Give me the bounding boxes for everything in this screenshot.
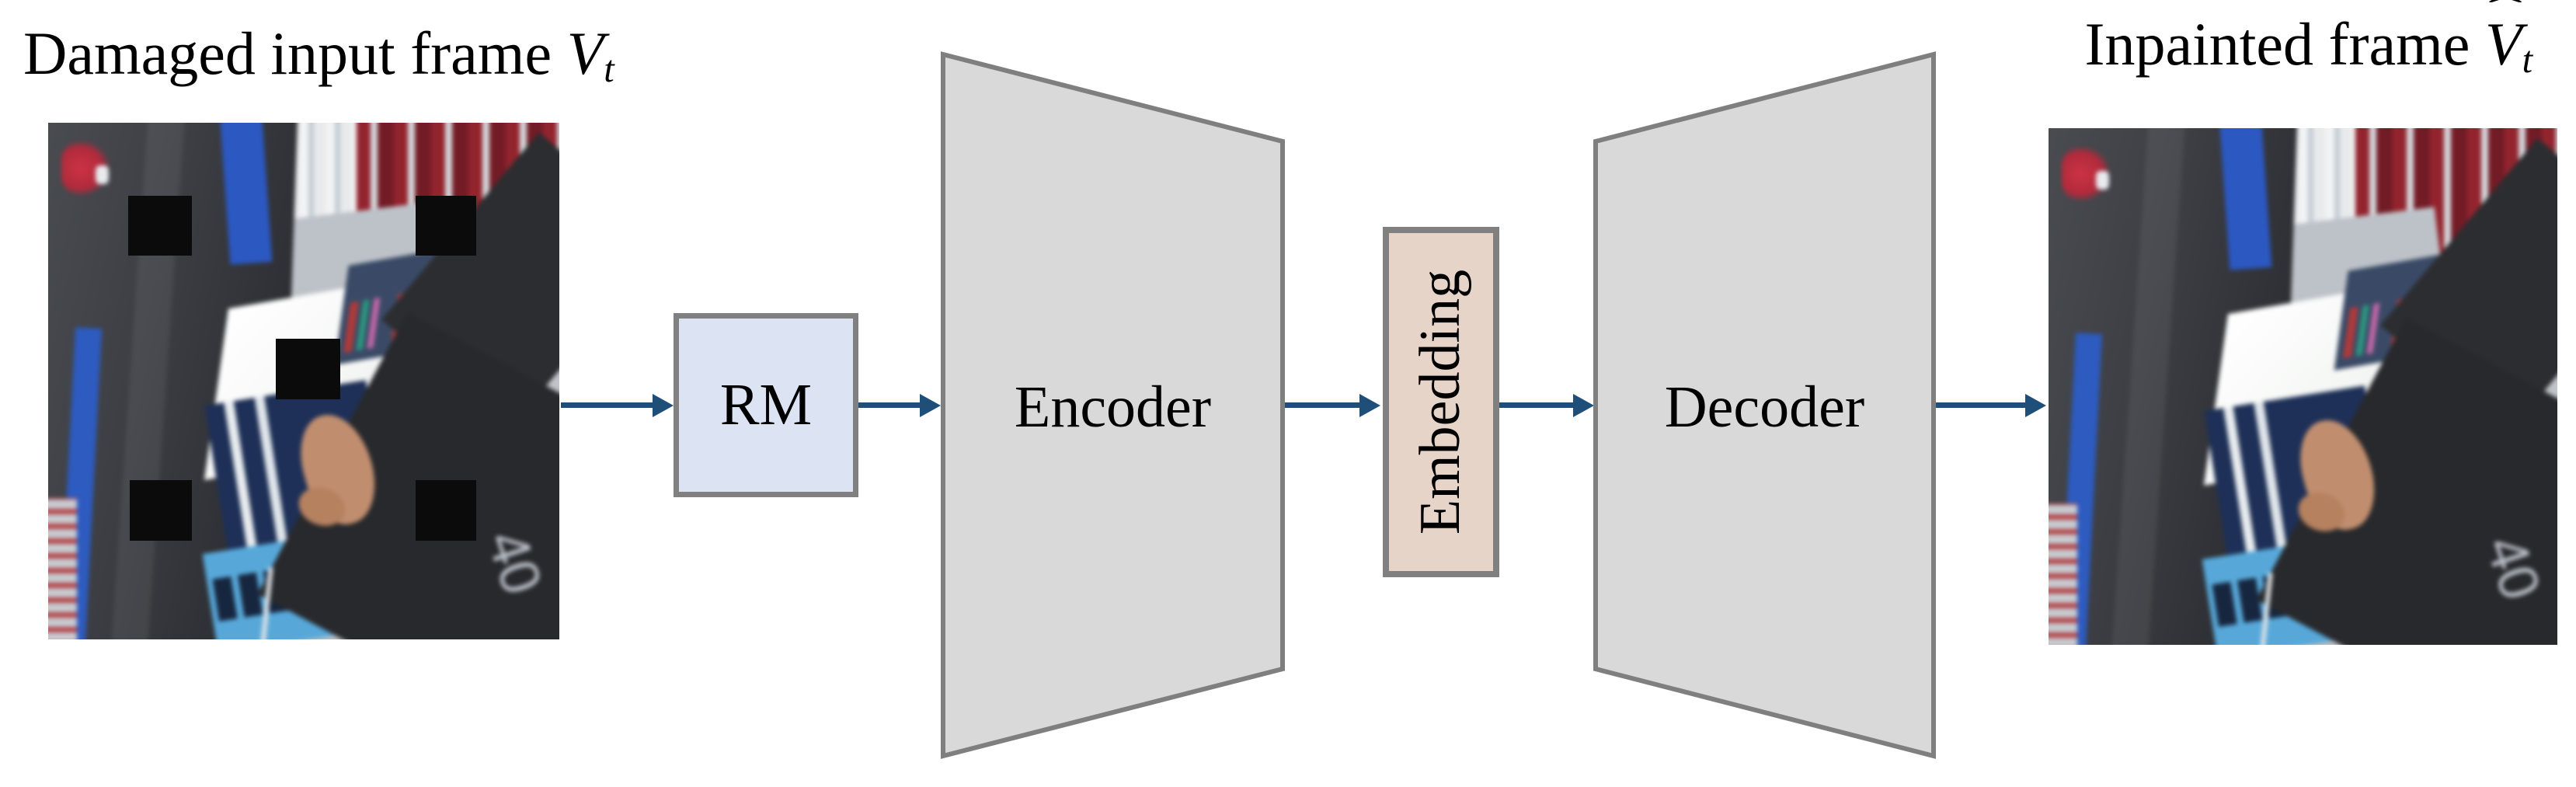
- encoder-label: Encoder: [1014, 374, 1212, 440]
- mask-square: [128, 196, 192, 256]
- mask-square: [416, 196, 476, 256]
- mask-square: [276, 339, 340, 399]
- hat-accent: ˆ: [2488, 0, 2522, 40]
- arrow-input-to-rm: [561, 402, 653, 408]
- decoder-label: Decoder: [1664, 374, 1865, 440]
- mask-square: [416, 480, 476, 541]
- damaged-frame-caption: Damaged input frame Vt: [23, 14, 614, 95]
- rm-label: RM: [719, 372, 813, 437]
- rm-block: RM: [674, 313, 858, 497]
- left-shelf-sliver-shape: [2049, 503, 2078, 645]
- mask-square: [130, 480, 192, 541]
- damaged-photo-masks: [48, 123, 559, 639]
- arrow-encoder-to-embedding: [1283, 402, 1359, 408]
- jacket-logo-detail: [2095, 171, 2109, 190]
- damaged-caption-text: Damaged input frame: [23, 19, 567, 87]
- jacket-logo-detail: [96, 165, 110, 185]
- inpainted-output-photo: 40: [2049, 128, 2557, 645]
- left-shelf-sliver-shape: [48, 498, 78, 639]
- embedding-block: Embedding: [1383, 227, 1499, 577]
- embedding-label: Embedding: [1408, 269, 1473, 535]
- arrow-rm-to-encoder: [858, 402, 920, 408]
- inpainted-caption-text: Inpainted frame: [2084, 10, 2485, 78]
- inpainted-subscript: t: [2522, 40, 2532, 82]
- damaged-subscript: t: [604, 49, 614, 91]
- damaged-input-photo: 40: [48, 123, 559, 639]
- photo-scene: 40: [2049, 128, 2557, 645]
- damaged-variable: V: [566, 19, 604, 87]
- arrow-embedding-to-decoder: [1499, 402, 1573, 408]
- arrow-decoder-to-output: [1934, 402, 2025, 408]
- inpainted-variable: V: [2484, 10, 2522, 78]
